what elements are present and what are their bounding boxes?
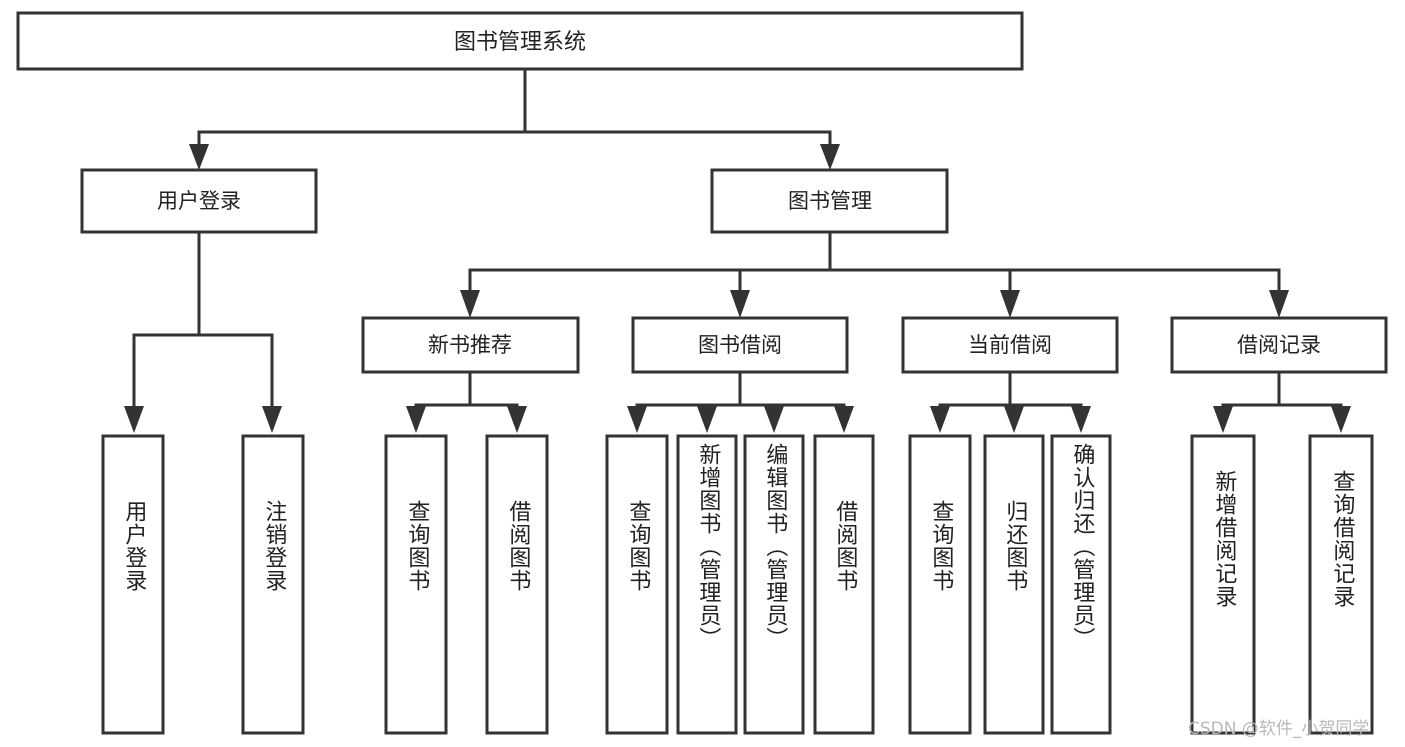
- arrow-user-leaf-2-icon: [262, 406, 282, 433]
- leaf-box-return-book[interactable]: [983, 434, 1045, 735]
- arrow-borrow-leaf-3-icon: [764, 406, 784, 433]
- node-root-label: 图书管理系统: [454, 30, 586, 55]
- node-book-management-label: 图书管理: [788, 189, 872, 213]
- node-new-book-recommend-label: 新书推荐: [428, 333, 512, 357]
- arrow-borrow-leaf-2-icon: [697, 406, 717, 433]
- arrow-book-child-4-icon: [1269, 290, 1289, 318]
- arrow-book-child-3-icon: [1000, 290, 1020, 318]
- arrow-root-to-book-icon: [820, 144, 840, 170]
- node-borrow-records[interactable]: 借阅记录: [1170, 316, 1388, 374]
- leaf-box-query-borrow-record[interactable]: [1308, 434, 1374, 735]
- arrow-user-leaf-1-icon: [124, 406, 144, 433]
- leaf-box-borrow-book[interactable]: [813, 434, 875, 735]
- arrow-current-leaf-1-icon: [930, 406, 950, 433]
- leaf-box-group: [101, 434, 1374, 735]
- arrow-root-to-user-icon: [189, 144, 209, 170]
- arrow-records-leaf-2-icon: [1331, 406, 1351, 433]
- connector-group-new-book: [406, 370, 527, 433]
- node-new-book-recommend-box[interactable]: [361, 316, 580, 374]
- node-book-management-box[interactable]: [710, 168, 949, 234]
- node-current-borrow-box[interactable]: [901, 316, 1119, 374]
- node-borrow-records-box[interactable]: [1170, 316, 1388, 374]
- leaf-box-user-login[interactable]: [101, 434, 165, 735]
- leaf-box-query-book-borrow[interactable]: [605, 434, 669, 735]
- leaf-box-edit-book-admin[interactable]: [743, 434, 805, 735]
- node-book-borrow[interactable]: 图书借阅: [631, 316, 849, 374]
- node-root-box[interactable]: [16, 11, 1024, 71]
- node-user-login-box[interactable]: [80, 168, 318, 234]
- connector-group-user-login: [124, 230, 282, 433]
- leaf-box-query-book-rec[interactable]: [384, 434, 448, 735]
- node-current-borrow[interactable]: 当前借阅: [901, 316, 1119, 374]
- arrow-borrow-leaf-1-icon: [627, 406, 647, 433]
- connector-group-root: [189, 67, 840, 170]
- connector-group-current-borrow: [930, 370, 1091, 433]
- leaf-box-user-logout[interactable]: [241, 434, 305, 735]
- arrow-records-leaf-1-icon: [1213, 406, 1233, 433]
- leaf-box-confirm-return-admin[interactable]: [1050, 434, 1112, 735]
- node-user-login[interactable]: 用户登录: [80, 168, 318, 234]
- leaf-box-add-borrow-record[interactable]: [1190, 434, 1256, 735]
- node-current-borrow-label: 当前借阅: [968, 333, 1052, 357]
- arrow-book-child-1-icon: [460, 290, 480, 318]
- arrow-newbook-leaf-2-icon: [507, 406, 527, 433]
- arrow-borrow-leaf-4-icon: [834, 406, 854, 433]
- node-book-borrow-box[interactable]: [631, 316, 849, 374]
- leaf-box-query-book-current[interactable]: [908, 434, 972, 735]
- node-new-book-recommend[interactable]: 新书推荐: [361, 316, 580, 374]
- arrow-current-leaf-2-icon: [1004, 406, 1024, 433]
- leaf-box-add-book-admin[interactable]: [676, 434, 738, 735]
- node-book-borrow-label: 图书借阅: [698, 333, 782, 357]
- node-root[interactable]: 图书管理系统: [16, 11, 1024, 71]
- connector-group-records: [1213, 370, 1351, 433]
- node-book-management[interactable]: 图书管理: [710, 168, 949, 234]
- node-borrow-records-label: 借阅记录: [1237, 333, 1321, 357]
- connector-group-borrow: [627, 370, 854, 433]
- node-user-login-label: 用户登录: [157, 189, 241, 213]
- arrow-current-leaf-3-icon: [1071, 406, 1091, 433]
- connector-group-book-manage: [460, 230, 1289, 318]
- arrow-newbook-leaf-1-icon: [406, 406, 426, 433]
- leaf-box-borrow-book-rec[interactable]: [485, 434, 549, 735]
- arrow-book-child-2-icon: [730, 290, 750, 318]
